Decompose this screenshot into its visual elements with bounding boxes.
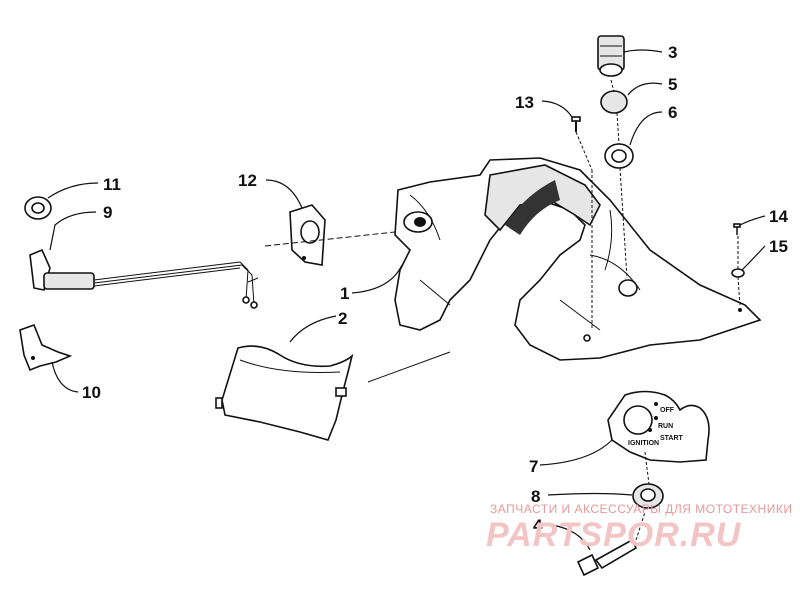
callout-15: 15 (769, 237, 788, 256)
watermark: ЗАПЧАСТИ И АКСЕССУАРЫ ДЛЯ МОТОТЕХНИКИ PA… (486, 502, 792, 554)
callout-9: 9 (103, 203, 112, 222)
leader-lines (47, 49, 766, 551)
switch-nut (632, 483, 664, 509)
ignition-key (576, 511, 646, 577)
ignition-plate: OFF RUN START IGNITION (607, 390, 710, 485)
lower-cover (215, 345, 451, 441)
mounting-plate (264, 204, 396, 266)
throttle-lever-assembly (29, 248, 259, 309)
bushing (24, 196, 52, 220)
callout-8: 8 (531, 487, 540, 506)
callout-5: 5 (668, 75, 677, 94)
brake-lever (19, 323, 73, 372)
screw (571, 116, 593, 330)
console-housing (394, 157, 762, 361)
callout-13: 13 (515, 93, 534, 112)
callout-12: 12 (238, 171, 257, 190)
callout-1: 1 (340, 284, 349, 303)
callout-6: 6 (668, 103, 677, 122)
ignition-switch-stack (597, 35, 634, 279)
callout-3: 3 (668, 43, 677, 62)
ignition-off-label: OFF (660, 407, 675, 414)
ignition-run-label: RUN (658, 423, 673, 430)
callout-labels: 1 2 3 4 5 6 7 8 9 10 11 12 13 14 15 (82, 43, 788, 535)
watermark-tagline: ЗАПЧАСТИ И АКСЕССУАРЫ ДЛЯ МОТОТЕХНИКИ (490, 502, 792, 516)
callout-14: 14 (769, 207, 788, 226)
ignition-label: IGNITION (628, 440, 659, 447)
ignition-start-label: START (660, 435, 684, 442)
callout-11: 11 (103, 175, 121, 194)
callout-7: 7 (529, 457, 538, 476)
watermark-brand: PARTSPOR.RU (486, 516, 742, 554)
callout-2: 2 (338, 309, 347, 328)
callout-10: 10 (82, 383, 101, 402)
callout-4: 4 (533, 516, 543, 535)
small-screw-and-washer (731, 223, 745, 307)
